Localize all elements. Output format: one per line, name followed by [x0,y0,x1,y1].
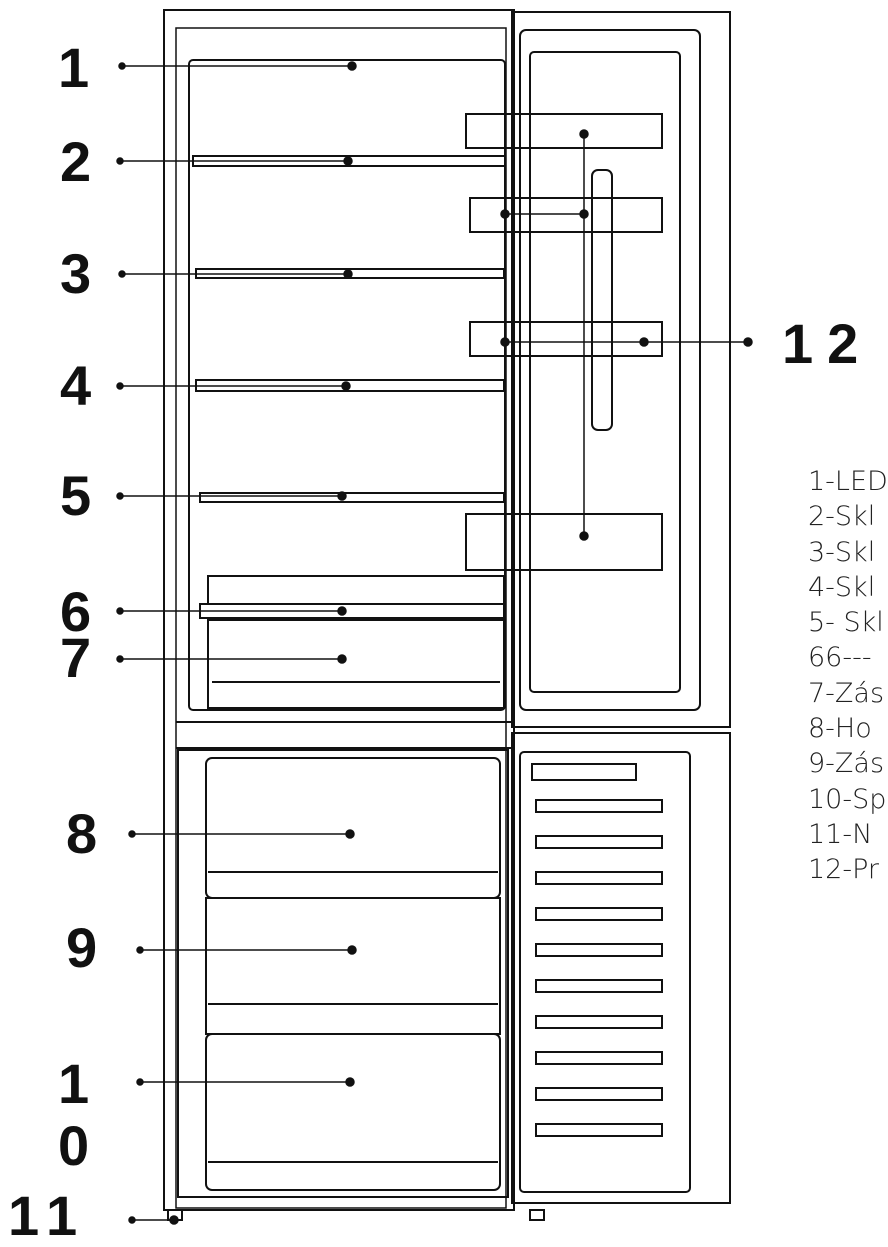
legend-item: 8-Ho [808,713,872,745]
door-balcony-3 [469,321,663,357]
callout-3: 3 [60,242,92,305]
legend-item: 10-Sp [808,783,887,815]
legend-item: 5- Skl [808,607,884,639]
freezer-drawer-top [205,757,501,899]
callout-12: 12 [782,312,873,375]
freezer-drawer-bottom [205,1033,501,1191]
legend-list: 1-LED 2-Skl 3-Skl 4-Skl 5- Skl 66--- 7-Z… [808,464,888,888]
freezer-compartment [177,749,509,1198]
callout-8: 8 [66,802,98,865]
callout-1: 1 [58,36,90,99]
callout-7: 7 [60,626,92,689]
callout-9: 9 [66,916,98,979]
callout-5: 5 [60,464,92,527]
legend-item: 12-Pr [808,854,880,886]
fridge-door [511,11,731,728]
legend-item: 7-Zás [808,677,885,709]
freezer-door [511,732,731,1204]
legend-item: 2-Skl [808,501,876,533]
callout-11: 11 [8,1184,88,1247]
callout-4: 4 [60,354,92,417]
freezer-drawer-middle [205,897,501,1035]
callout-2: 2 [60,130,92,193]
callout-6: 6 [60,580,92,643]
legend-item: 4-Skl [808,571,876,603]
cabinet-outline [163,9,515,1211]
crisper-drawer [207,619,505,709]
crisper-cover [207,575,505,605]
legend-item: 3-Skl [808,536,876,568]
foot-right [529,1209,545,1221]
door-balcony-2 [469,197,663,233]
callout-10-bottom: 0 [58,1114,90,1177]
door-balcony-1 [465,113,663,149]
door-balcony-4 [465,513,663,571]
callout-10-top: 1 [58,1052,90,1115]
legend-item: 1-LED [808,466,888,497]
legend-item: 66--- [808,642,872,674]
shelf-5 [199,492,505,503]
legend-item: 9-Zás [808,748,885,780]
fridge-diagram [116,9,753,1225]
legend-item: 11-N [808,818,873,850]
